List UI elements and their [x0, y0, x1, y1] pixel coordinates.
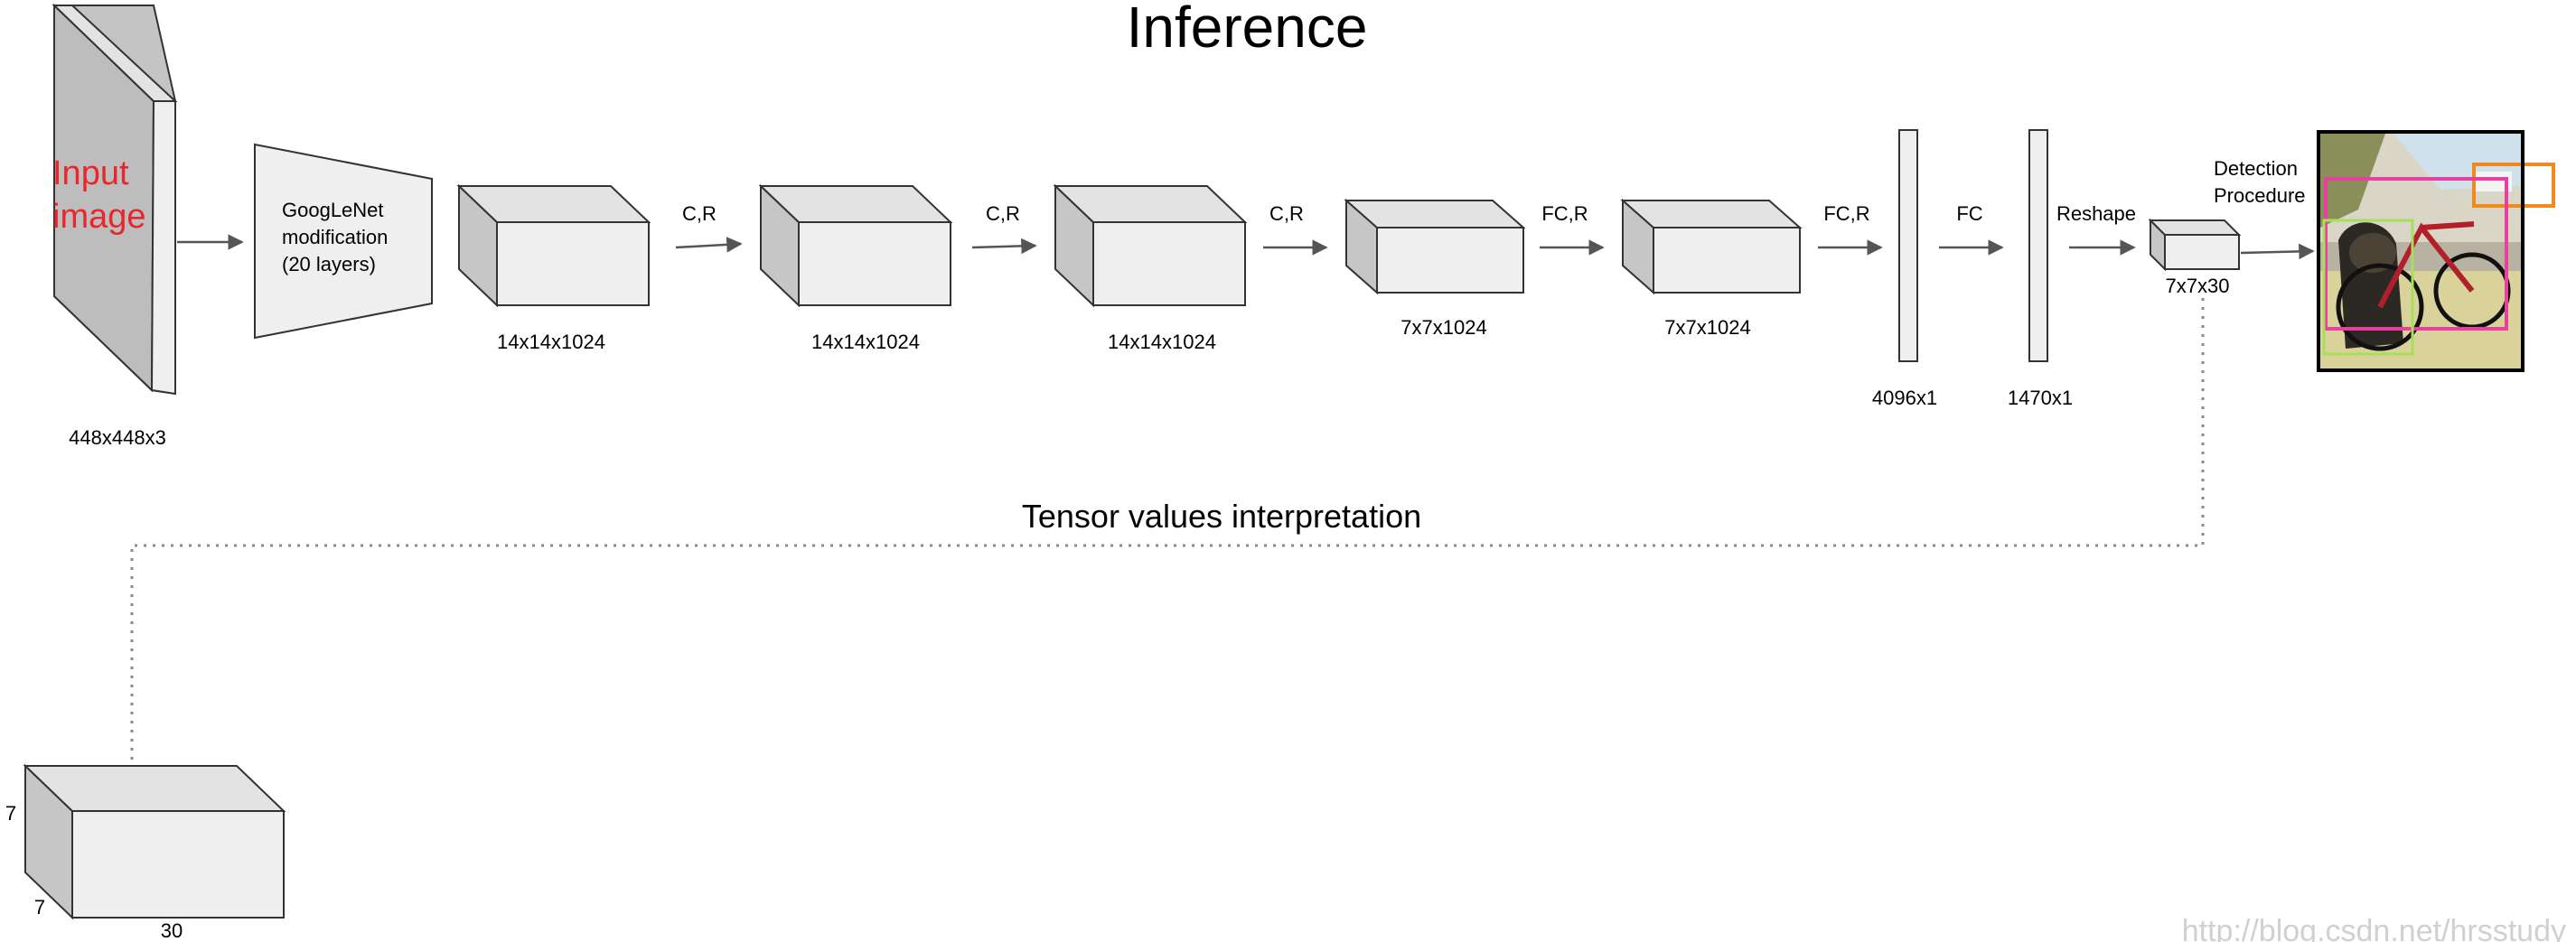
- input-image-slab: [52, 3, 178, 396]
- detection-label-1: Detection: [2214, 157, 2298, 180]
- bbox-dog: [2322, 219, 2414, 356]
- input-size-label: 448x448x3: [69, 426, 166, 449]
- conv-layer-size-3: 14x14x1024: [1108, 331, 1216, 353]
- conv-layer-box-5: [1620, 198, 1803, 295]
- interpretation-dim-height: 7: [5, 802, 16, 825]
- bbox-bicycle: [2324, 177, 2508, 331]
- op-label-1: C,R: [682, 202, 717, 225]
- arrow-to-detection: [2240, 243, 2315, 260]
- op-label-reshape: Reshape: [2056, 202, 2136, 225]
- googlenet-label-2: modification: [282, 226, 388, 248]
- op-label-fc: FC: [1956, 202, 1982, 225]
- bbox-car: [2472, 163, 2555, 208]
- diagram-title: Inference: [1127, 0, 1368, 60]
- arrow-1: [675, 237, 743, 253]
- output-tensor-size: 7x7x30: [2166, 275, 2230, 297]
- interpretation-dim-depth: 7: [34, 896, 45, 919]
- op-label-2: C,R: [986, 202, 1020, 225]
- conv-layer-size-2: 14x14x1024: [811, 331, 920, 353]
- input-image-label: Input: [52, 154, 129, 192]
- conv-layer-box-2: [758, 183, 953, 308]
- interpretation-tensor-box: [23, 763, 286, 920]
- conv-layer-box-3: [1053, 183, 1248, 308]
- arrow-2: [971, 238, 1037, 255]
- op-label-4: FC,R: [1541, 202, 1588, 225]
- interpretation-label: Tensor values interpretation: [1022, 498, 1421, 535]
- interpretation-dim-width: 30: [161, 919, 183, 942]
- conv-layer-size-1: 14x14x1024: [497, 331, 605, 353]
- op-label-3: C,R: [1269, 202, 1304, 225]
- fc-layer-size-2: 1470x1: [2008, 387, 2073, 409]
- detection-result-image: [2317, 130, 2555, 372]
- googlenet-block: [254, 143, 433, 340]
- conv-layer-size-4: 7x7x1024: [1400, 316, 1486, 339]
- output-tensor-box: [2148, 218, 2242, 272]
- fc-layer-4096: [1898, 129, 1918, 362]
- conv-layer-box-1: [456, 183, 651, 308]
- input-image-label-2: image: [52, 198, 146, 236]
- op-label-fcr: FC,R: [1823, 202, 1869, 225]
- fc-layer-size-1: 4096x1: [1872, 387, 1937, 409]
- interpretation-dotted-path: [130, 298, 2205, 764]
- conv-layer-size-5: 7x7x1024: [1664, 316, 1750, 339]
- detection-label-2: Procedure: [2214, 184, 2306, 207]
- conv-layer-box-4: [1344, 198, 1526, 295]
- fc-layer-1470: [2028, 129, 2048, 362]
- googlenet-label-3: (20 layers): [282, 253, 376, 275]
- googlenet-label-1: GoogLeNet: [282, 199, 384, 221]
- watermark: http://blog.csdn.net/hrsstudy: [2182, 914, 2566, 942]
